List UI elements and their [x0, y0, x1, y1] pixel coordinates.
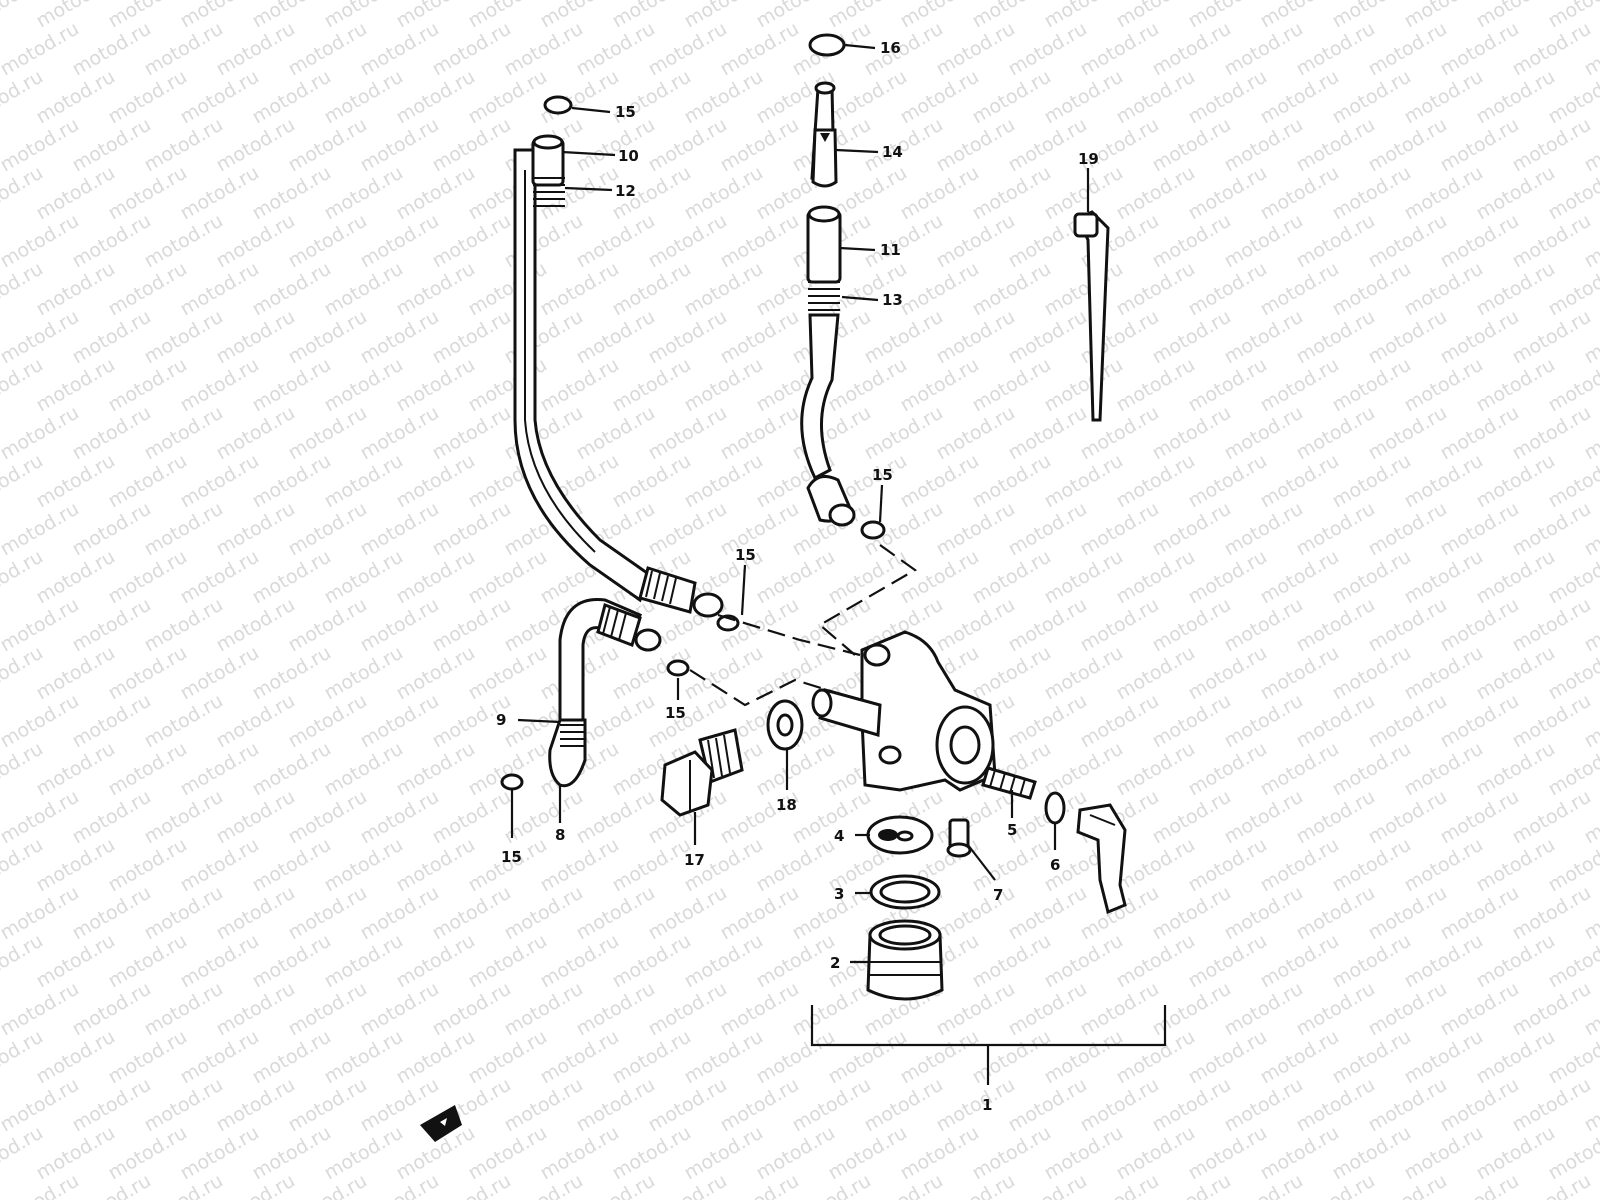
callout-10: 10: [618, 147, 639, 165]
callout-7: 7: [993, 886, 1003, 904]
callout-2: 2: [830, 954, 840, 972]
callout-19: 19: [1078, 150, 1099, 168]
washer-18: [766, 699, 804, 751]
callout-4: 4: [834, 827, 844, 845]
assembly-bracket: [810, 1005, 1167, 1047]
fuel-cock-body: [811, 630, 997, 792]
callout-14: 14: [882, 143, 903, 161]
fuel-strainer: [810, 81, 838, 188]
callout-1: 1: [982, 1096, 992, 1114]
callout-18: 18: [776, 796, 797, 814]
routing-line-1: [717, 613, 861, 657]
union-bolt-17: [660, 728, 744, 817]
callout-16: 16: [880, 39, 901, 57]
o-ring-3: [869, 874, 941, 910]
hose-clip-15-right: [860, 520, 886, 540]
screw-7: [946, 818, 972, 858]
callout-15-left: 15: [665, 704, 686, 722]
hose-clip-16: [808, 33, 846, 57]
front-arrow-icon: [420, 1105, 462, 1142]
spring-5: [981, 766, 1037, 800]
callout-9: 9: [496, 711, 506, 729]
callout-15-right: 15: [872, 466, 893, 484]
callout-11: 11: [880, 241, 901, 259]
routing-line-2: [689, 669, 861, 707]
cock-lever: [1076, 803, 1127, 915]
callout-12: 12: [615, 182, 636, 200]
hose-clip-15-top: [543, 95, 573, 115]
hose-clip-15-left: [666, 659, 690, 677]
o-ring-6: [1044, 791, 1066, 825]
callout-3: 3: [834, 885, 844, 903]
callout-15-mid: 15: [735, 546, 756, 564]
fuel-cup-2: [866, 919, 944, 1001]
callout-15-top: 15: [615, 103, 636, 121]
hose-clip-15-bottom: [500, 773, 524, 791]
long-fuel-hose: [513, 134, 724, 618]
callout-5: 5: [1007, 821, 1017, 839]
gasket-4: [866, 815, 934, 855]
callout-13: 13: [882, 291, 903, 309]
callout-8: 8: [555, 826, 565, 844]
callout-6: 6: [1050, 856, 1060, 874]
short-fuel-hose: [548, 598, 662, 788]
clamp-band: [1073, 210, 1110, 422]
leader-lines: [510, 43, 1090, 964]
callout-17: 17: [684, 851, 705, 869]
upper-fuel-hose: [800, 205, 856, 527]
callout-15-bottom: 15: [501, 848, 522, 866]
